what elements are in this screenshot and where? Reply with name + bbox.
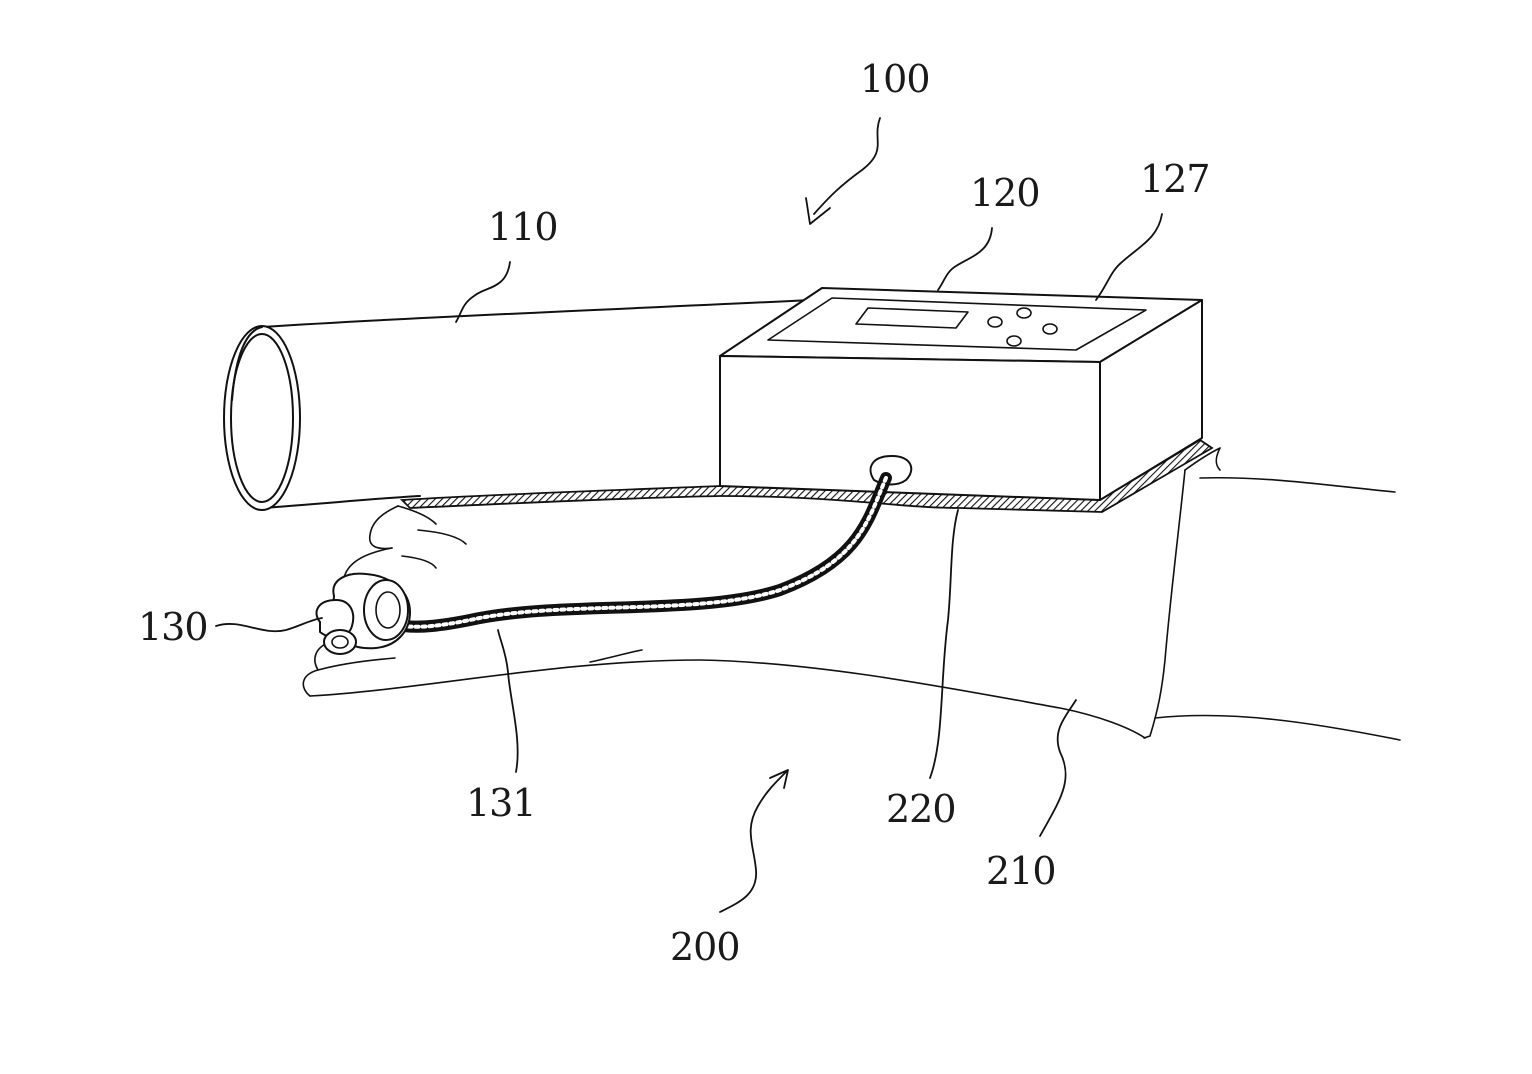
label-device: 100 xyxy=(860,57,930,101)
label-upper-arm: 210 xyxy=(986,849,1056,893)
leader-lines xyxy=(216,118,1162,912)
label-sensor-cable: 131 xyxy=(466,781,536,825)
label-control-panel: 127 xyxy=(1140,157,1210,201)
finger-sensor xyxy=(317,574,410,654)
label-cuff: 110 xyxy=(488,205,558,249)
label-finger-sensor: 130 xyxy=(138,605,208,649)
reference-labels: 100 110 120 127 130 131 200 210 220 xyxy=(138,57,1210,969)
main-body-box xyxy=(720,288,1202,500)
label-user-arm: 200 xyxy=(670,925,740,969)
label-forearm: 220 xyxy=(886,787,956,831)
label-main-body: 120 xyxy=(970,171,1040,215)
